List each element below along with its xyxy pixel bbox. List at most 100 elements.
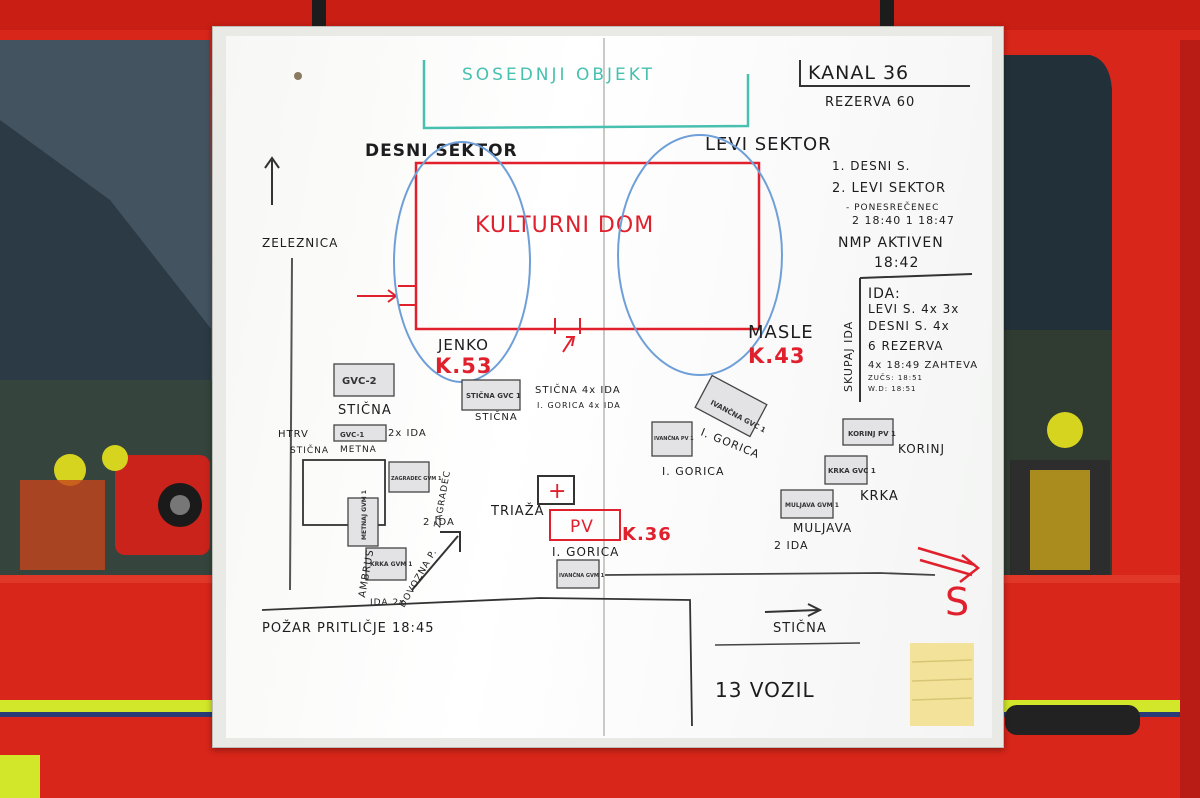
board-mark: KRKA GVC 1 bbox=[828, 467, 876, 475]
north-arrow bbox=[264, 156, 280, 205]
truck-shape bbox=[1030, 470, 1090, 570]
s-mark: S bbox=[945, 580, 970, 624]
htrv-label: HTRV bbox=[278, 429, 309, 440]
board-mark: STIČNA GVC 1 bbox=[466, 391, 521, 400]
gorica-b-label: I. GORICA bbox=[662, 465, 725, 478]
strap-right bbox=[880, 0, 894, 26]
muljava-label: MULJAVA bbox=[793, 521, 852, 535]
strap-left bbox=[312, 0, 326, 26]
korinj-label: KORINJ bbox=[898, 442, 945, 456]
road-line-right bbox=[604, 572, 936, 576]
magnet-korinj-pv bbox=[842, 418, 894, 446]
board-pin bbox=[294, 72, 302, 80]
ida-line6: ZUČS: 18:51 bbox=[868, 373, 923, 382]
gorica-ida-label: I. GORICA 4x IDA bbox=[537, 401, 621, 410]
masle-label: MASLE bbox=[748, 322, 814, 343]
note-line5: NMP AKTIVEN bbox=[838, 235, 944, 251]
ida-line2: LEVI S. 4x 3x bbox=[868, 302, 959, 316]
jenko-label: JENKO bbox=[437, 336, 489, 354]
board-mark: KRKA GVM 1 bbox=[370, 561, 412, 568]
magnet-ivancna-gvc bbox=[694, 374, 768, 438]
fire-label: POŽAR PRITLIČJE 18:45 bbox=[262, 620, 434, 636]
magnet-krka-gvm bbox=[365, 547, 407, 581]
magnet-zagradec-gvm bbox=[388, 461, 430, 493]
ida-line7: W.D: 18:51 bbox=[868, 385, 917, 393]
ida-line4: 6 REZERVA bbox=[868, 339, 944, 353]
truck-shape bbox=[0, 755, 40, 798]
building-outline bbox=[414, 161, 761, 331]
truck-shape bbox=[170, 495, 190, 515]
railway-label: ZELEZNICA bbox=[262, 236, 338, 250]
board-mark: KORINJ PV 1 bbox=[848, 430, 896, 438]
board-mark bbox=[911, 659, 973, 663]
truck-shape bbox=[0, 40, 212, 330]
truck-shape bbox=[1047, 412, 1083, 448]
ida2-right-label: 2 IDA bbox=[774, 539, 809, 552]
note-line3: - PONESREČENEC bbox=[846, 201, 939, 213]
note-line6: 18:42 bbox=[874, 255, 919, 271]
top-box-outline bbox=[422, 60, 750, 130]
metna-label: METNA bbox=[340, 445, 377, 455]
channel-label: KANAL 36 bbox=[808, 62, 909, 84]
board-mark bbox=[911, 697, 973, 701]
stiena-top-label: STIČNA bbox=[338, 402, 392, 418]
triage-cross-box bbox=[537, 475, 575, 505]
reserve-label: REZERVA 60 bbox=[825, 95, 915, 110]
magnet-stiena-gvc1 bbox=[461, 379, 521, 411]
building-label: KULTURNI DOM bbox=[475, 213, 654, 238]
krka-label: KRKA bbox=[860, 489, 899, 504]
note-line1: 1. DESNI S. bbox=[832, 159, 910, 173]
truck-shape bbox=[102, 445, 128, 471]
board-mark bbox=[714, 642, 861, 646]
top-box-label: SOSEDNJI OBJEKT bbox=[462, 65, 655, 85]
stiena-mid-label: STIČNA bbox=[290, 444, 329, 456]
truck-shape bbox=[1005, 705, 1140, 735]
ida2x-b-label: IDA 2x bbox=[370, 598, 406, 608]
ida2x-label: 2x IDA bbox=[388, 428, 427, 439]
red-arrows bbox=[917, 546, 981, 583]
left-sector-label: LEVI SEKTOR bbox=[705, 134, 832, 155]
truck-shape bbox=[0, 0, 1200, 30]
ida-side-label: SKUPAJ IDA bbox=[842, 321, 855, 392]
channel-box bbox=[799, 60, 970, 87]
pv-box bbox=[549, 509, 621, 541]
magnet-htrv-gvc1 bbox=[333, 424, 387, 442]
jenko-k-label: K.53 bbox=[435, 354, 492, 378]
note-line2: 2. LEVI SEKTOR bbox=[832, 181, 946, 196]
board-mark bbox=[910, 643, 974, 726]
vehicles-label: 13 VOZIL bbox=[715, 678, 815, 702]
board-mark bbox=[911, 678, 973, 682]
magnet-metna-gvm bbox=[347, 497, 379, 547]
magnet-ivancna-gvm bbox=[556, 559, 600, 589]
magnet-ivancna-pv bbox=[651, 421, 693, 457]
stiena-center-label: STIČNA bbox=[475, 410, 518, 423]
board-mark: METNAJ GVM 1 bbox=[361, 490, 368, 540]
board-mark: GVC-1 bbox=[340, 431, 364, 439]
truck-shape bbox=[1180, 40, 1200, 798]
note-line4: 2 18:40 1 18:47 bbox=[852, 214, 955, 227]
triage-gorica-label: I. GORICA bbox=[552, 545, 619, 559]
railway-line bbox=[289, 257, 293, 591]
zone-box-left bbox=[302, 459, 386, 526]
magnet-muljava-gvm bbox=[780, 489, 834, 519]
board-mark: ZAGRADEC GVM 1 bbox=[391, 476, 442, 482]
bottom-stiena-label: STIČNA bbox=[773, 620, 827, 636]
triage-label: TRIAŽA bbox=[490, 503, 545, 519]
triage-cross: + bbox=[548, 479, 567, 504]
ida-box-bracket bbox=[859, 273, 973, 402]
ida-line3: DESNI S. 4x bbox=[868, 319, 950, 333]
ida2-left-label: 2 IDA bbox=[423, 517, 455, 528]
board-mark: MULJAVA GVM 1 bbox=[785, 502, 839, 509]
approach-arrow bbox=[411, 531, 461, 591]
pv-label: PV bbox=[570, 517, 594, 537]
masle-k-label: K.43 bbox=[748, 344, 805, 368]
stiena-arrow bbox=[764, 603, 823, 617]
board-mark: GVC-2 bbox=[342, 376, 377, 387]
board-mark bbox=[562, 336, 576, 353]
road-line bbox=[261, 597, 693, 727]
sticky-note bbox=[910, 643, 974, 726]
left-sector-ellipse bbox=[617, 134, 783, 376]
k36-label: K.36 bbox=[622, 524, 672, 545]
truck-shape bbox=[54, 454, 86, 486]
